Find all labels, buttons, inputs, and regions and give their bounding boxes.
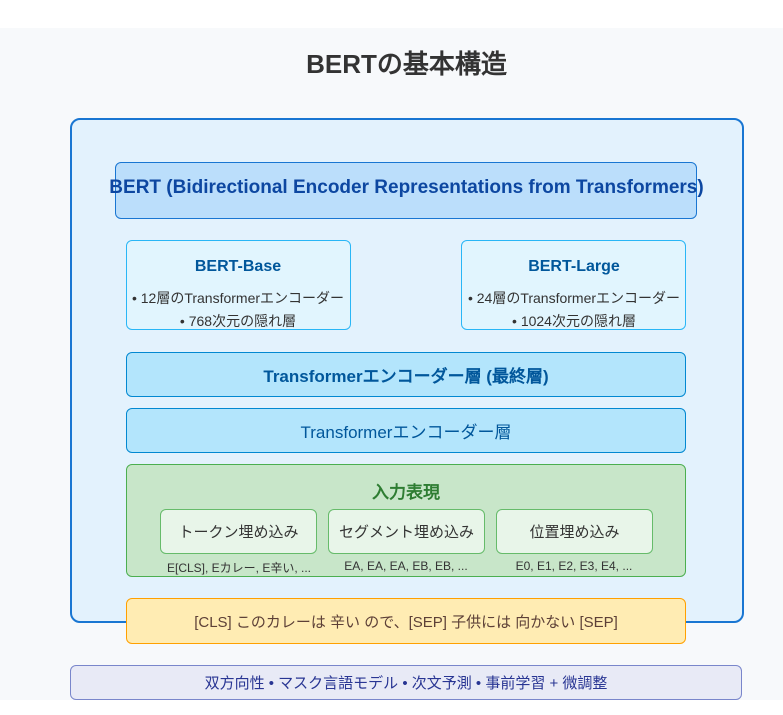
example-sentence-box: [CLS] このカレーは 辛い ので、[SEP] 子供には 向かない [SEP] (126, 598, 686, 644)
token-embedding-box: トークン埋め込み (160, 509, 317, 554)
final-encoder-layer-label: Transformerエンコーダー層 (最終層) (263, 367, 549, 386)
position-embedding-example: E0, E1, E2, E3, E4, ... (515, 559, 633, 573)
diagram-title: BERTの基本構造 (306, 49, 507, 79)
features-box: 双方向性 • マスク言語モデル • 次文予測 • 事前学習 + 微調整 (70, 665, 742, 700)
bert-large-hidden: • 1024次元の隠れ層 (512, 313, 636, 329)
segment-embedding-box: セグメント埋め込み (328, 509, 485, 554)
token-embedding-example: E[CLS], Eカレー, E辛い, ... (166, 561, 312, 575)
bert-heading: BERT (Bidirectional Encoder Representati… (109, 177, 704, 198)
position-embedding-label: 位置埋め込み (529, 524, 620, 541)
bert-base-layers: • 12層のTransformerエンコーダー (131, 290, 345, 306)
features-text: 双方向性 • マスク言語モデル • 次文予測 • 事前学習 + 微調整 (204, 675, 608, 692)
bert-large-box (461, 240, 686, 330)
input-representation-title: 入力表現 (372, 483, 440, 502)
final-encoder-layer: Transformerエンコーダー層 (最終層) (126, 352, 686, 397)
bert-large-layers: • 24層のTransformerエンコーダー (467, 290, 681, 306)
bert-base-hidden: • 768次元の隠れ層 (179, 313, 297, 329)
position-embedding-box: 位置埋め込み (496, 509, 653, 554)
bert-base-title: BERT-Base (194, 258, 282, 275)
example-sentence: [CLS] このカレーは 辛い ので、[SEP] 子供には 向かない [SEP] (194, 613, 618, 631)
segment-embedding-label: セグメント埋め込み (338, 524, 474, 541)
encoder-layer: Transformerエンコーダー層 (126, 408, 686, 453)
bert-large-title: BERT-Large (528, 258, 620, 275)
encoder-layer-label: Transformerエンコーダー層 (300, 423, 512, 442)
token-embedding-label: トークン埋め込み (178, 524, 299, 541)
bert-heading-box (115, 162, 697, 219)
bert-base-box (126, 240, 351, 330)
segment-embedding-example: EA, EA, EA, EB, EB, ... (344, 559, 468, 573)
